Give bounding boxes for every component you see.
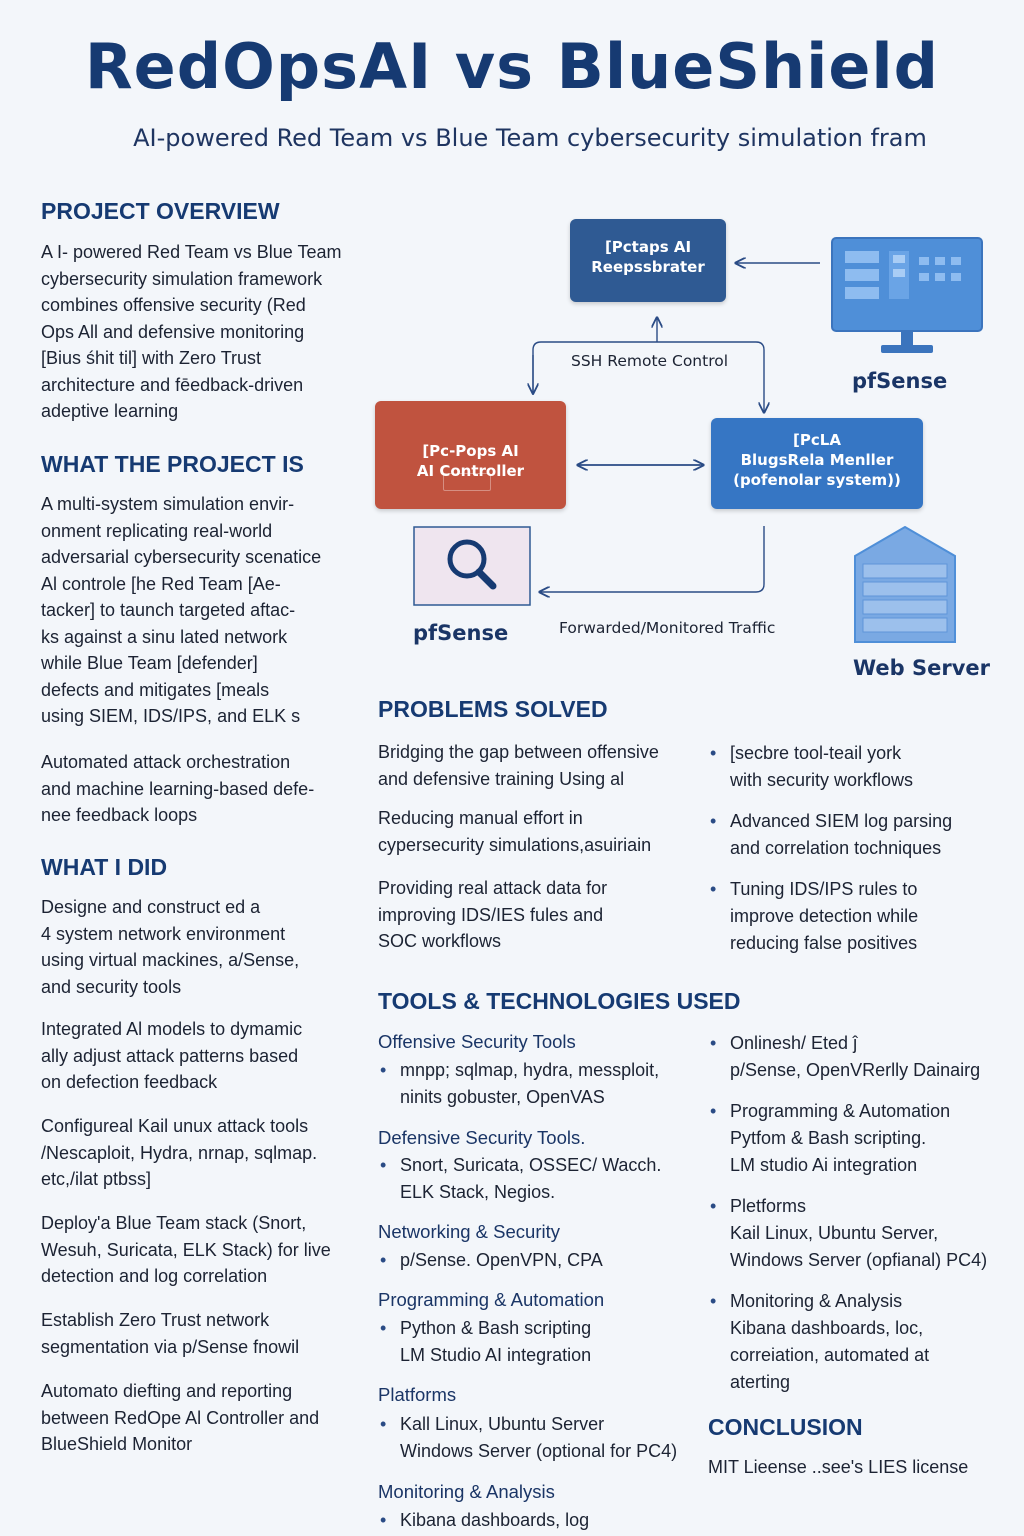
tool-category-items: p/Sense. OpenVPN, CPA bbox=[378, 1247, 603, 1274]
what-i-did-item: Deploy'a Blue Team stack (Snort, Wesuh, … bbox=[41, 1213, 331, 1286]
tool-bullet: Programming & Automation Pytfom & Bash s… bbox=[708, 1098, 950, 1179]
problem-item: Providing real attack data for improving… bbox=[378, 878, 608, 951]
what-i-did-item: Integrated Al models to dymamic ally adj… bbox=[41, 1019, 303, 1092]
red-controller-label: [Pc-Pops AI AI Controller bbox=[416, 442, 525, 480]
problems-solved-heading: PROBLEMS SOLVED bbox=[378, 696, 608, 722]
tool-category-title: Programming & Automation bbox=[378, 1289, 605, 1310]
conclusion-text: MIT Lieense ..see's LIES license bbox=[708, 1457, 969, 1477]
controller-device-icon bbox=[443, 473, 491, 491]
tools-heading: TOOLS & TECHNOLOGIES USED bbox=[378, 988, 741, 1014]
tool-category-items: Snort, Suricata, OSSEC/ Wacch. ELK Stack… bbox=[378, 1152, 661, 1206]
what-i-did-item: Designe and construct ed a 4 system netw… bbox=[41, 897, 300, 997]
pfsense-search-label: pfSense bbox=[413, 621, 509, 645]
what-i-did-item: Establish Zero Trust network segmentatio… bbox=[41, 1310, 300, 1357]
tool-category-title: Networking & Security bbox=[378, 1221, 560, 1242]
tool-category-title: Defensive Security Tools. bbox=[378, 1127, 586, 1148]
traffic-label: Forwarded/Monitored Traffic bbox=[559, 619, 776, 637]
what-project-is-text-2: Automated attack orchestration and machi… bbox=[41, 752, 315, 825]
what-project-is-text: A multi-system simulation envir- onment … bbox=[41, 494, 322, 726]
what-i-did-heading: WHAT I DID bbox=[41, 854, 168, 880]
problem-item: Bridging the gap between offensive and d… bbox=[378, 742, 659, 789]
tool-category-title: Offensive Security Tools bbox=[378, 1031, 576, 1052]
pfsense-monitor-label: pfSense bbox=[852, 369, 948, 393]
red-controller-node: [Pc-Pops AI AI Controller bbox=[375, 401, 566, 509]
tool-bullet: Monitoring & Analysis Kibana dashboards,… bbox=[708, 1288, 929, 1396]
project-overview-heading: PROJECT OVERVIEW bbox=[41, 198, 280, 224]
what-i-did-item: Automato diefting and reporting between … bbox=[41, 1381, 320, 1454]
problem-item: Reducing manual effort in cypersecurity … bbox=[378, 808, 652, 855]
search-icon bbox=[413, 526, 531, 610]
page-title: RedOpsAI vs BlueShield bbox=[84, 30, 940, 103]
web-server-label: Web Server bbox=[853, 656, 991, 680]
conclusion-heading: CONCLUSION bbox=[708, 1414, 863, 1440]
monitor-icon bbox=[831, 237, 983, 361]
tool-category-items: Python & Bash scripting LM Studio AI int… bbox=[378, 1315, 591, 1369]
orchestrator-node: [Pctaps AI Reepssbrater bbox=[570, 219, 726, 302]
tool-category-items: Kall Linux, Ubuntu Server Windows Server… bbox=[378, 1411, 677, 1465]
web-server-icon bbox=[854, 525, 956, 648]
problem-bullet: [secbre tool-teail york with security wo… bbox=[708, 740, 913, 794]
page-subtitle: AI-powered Red Team vs Blue Team cyberse… bbox=[133, 124, 927, 152]
tool-category-items: Kibana dashboards, log bbox=[378, 1507, 589, 1534]
project-overview-text: A I- powered Red Team vs Blue Team cyber… bbox=[41, 242, 342, 421]
tool-bullet: Onlinesh/ Eted ĵ p/Sense, OpenVRerlly Da… bbox=[708, 1030, 980, 1084]
problem-bullet: Tuning IDS/IPS rules to improve detectio… bbox=[708, 876, 918, 957]
problem-bullet: Advanced SIEM log parsing and correlatio… bbox=[708, 808, 952, 862]
tool-bullet: Pletforms Kail Linux, Ubuntu Server, Win… bbox=[708, 1193, 987, 1274]
tool-category-title: Platforms bbox=[378, 1384, 457, 1405]
tool-category-items: mnpp; sqlmap, hydra, messploit, ninits g… bbox=[378, 1057, 659, 1111]
tool-category-title: Monitoring & Analysis bbox=[378, 1481, 555, 1502]
diagram-connectors bbox=[0, 0, 820, 700]
blue-monitor-node: [PcLA BlugsRela Menller (pofenolar syste… bbox=[711, 418, 923, 509]
what-i-did-item: Configureal Kail unux attack tools /Nesc… bbox=[41, 1116, 318, 1189]
what-project-is-heading: WHAT THE PROJECT IS bbox=[41, 451, 304, 477]
ssh-label: SSH Remote Control bbox=[571, 352, 729, 370]
